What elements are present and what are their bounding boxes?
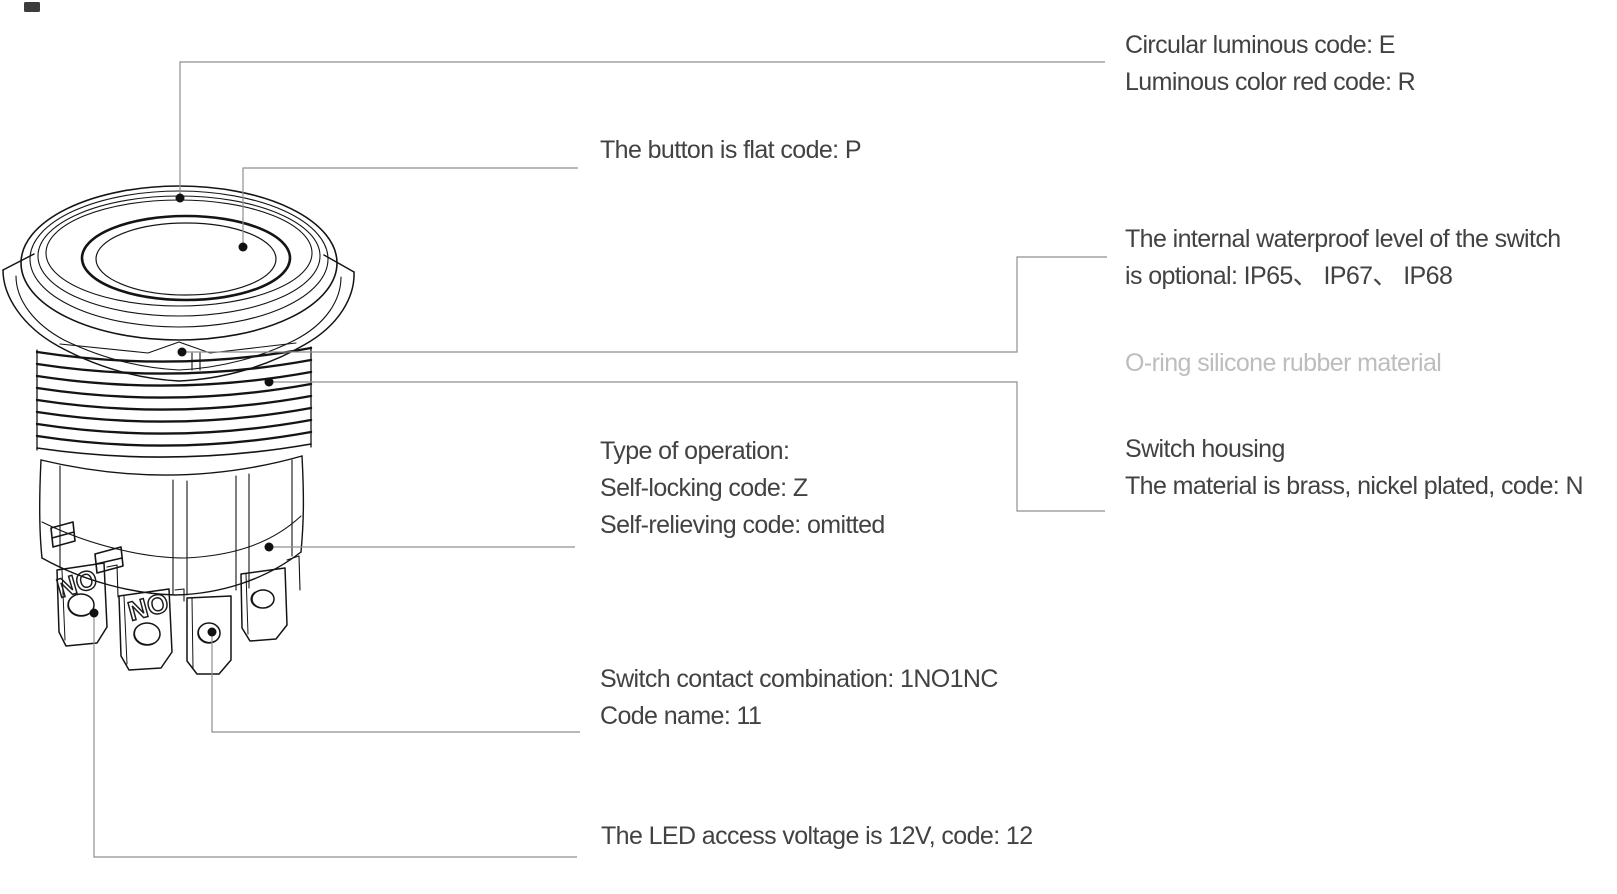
terminal-lug xyxy=(56,562,108,647)
anchor-dot xyxy=(264,542,274,552)
anchor-dot xyxy=(177,347,187,357)
leader-button-flat xyxy=(242,167,578,247)
annotation-line: Switch contact combination: 1NO1NC xyxy=(600,665,998,693)
anchor-dot xyxy=(238,242,248,252)
annotation-oring: O-ring silicone rubber material xyxy=(1125,345,1442,382)
leader-waterproof xyxy=(182,256,1107,353)
annotation-line: Switch housing xyxy=(1125,435,1285,463)
hex-nut xyxy=(2,253,355,382)
button-bezel-rings xyxy=(20,185,338,341)
terminals xyxy=(56,555,301,675)
housing-window xyxy=(50,521,76,548)
leader-circular-luminous xyxy=(179,61,1105,198)
annotation-button-flat: The button is flat code: P xyxy=(600,132,862,169)
annotation-line: Type of operation: xyxy=(600,437,790,465)
annotation-line: Code name: 11 xyxy=(600,702,762,730)
housing-window xyxy=(94,546,124,574)
anchor-dot xyxy=(207,627,217,637)
annotation-line: The LED access voltage is 12V, code: 12 xyxy=(601,822,1033,850)
leader-dots xyxy=(89,193,274,637)
annotation-switch-housing: Switch housing The material is brass, ni… xyxy=(1125,431,1584,505)
annotation-circular-luminous: Circular luminous code: E Luminous color… xyxy=(1125,27,1416,101)
annotation-line: The button is flat code: P xyxy=(600,136,862,164)
threads xyxy=(35,346,313,458)
annotation-waterproof: The internal waterproof level of the swi… xyxy=(1125,221,1561,295)
annotation-line: The material is brass, nickel plated, co… xyxy=(1125,472,1584,500)
leader-lines xyxy=(93,61,1107,858)
annotation-line: Circular luminous code: E xyxy=(1125,31,1395,59)
annotation-operation: Type of operation: Self-locking code: Z … xyxy=(600,433,885,544)
terminal-lug xyxy=(240,567,288,642)
leader-contacts xyxy=(211,632,580,733)
annotation-led: The LED access voltage is 12V, code: 12 xyxy=(601,818,1033,855)
anchor-dot xyxy=(89,608,99,618)
leader-switch-housing xyxy=(269,381,1105,512)
switch-drawing xyxy=(2,185,355,675)
annotation-line: The internal waterproof level of the swi… xyxy=(1125,225,1561,253)
terminal-lug xyxy=(118,588,173,671)
switch-housing-body xyxy=(38,455,305,596)
page-corner-artifact xyxy=(24,2,40,12)
annotation-line: Self-locking code: Z xyxy=(600,474,808,502)
terminal-no-marking: NO xyxy=(125,587,172,626)
annotation-line: Self-relieving code: omitted xyxy=(600,511,885,539)
annotation-line: Luminous color red code: R xyxy=(1125,68,1416,96)
button-face xyxy=(80,214,292,302)
annotation-contacts: Switch contact combination: 1NO1NC Code … xyxy=(600,661,998,735)
annotation-line: is optional: IP65、 IP67、 IP68 xyxy=(1125,262,1453,290)
annotation-line: O-ring silicone rubber material xyxy=(1125,349,1442,377)
terminal-lug xyxy=(186,595,232,675)
anchor-dot xyxy=(264,377,274,387)
leader-led xyxy=(93,613,577,858)
anchor-dot xyxy=(175,193,185,203)
